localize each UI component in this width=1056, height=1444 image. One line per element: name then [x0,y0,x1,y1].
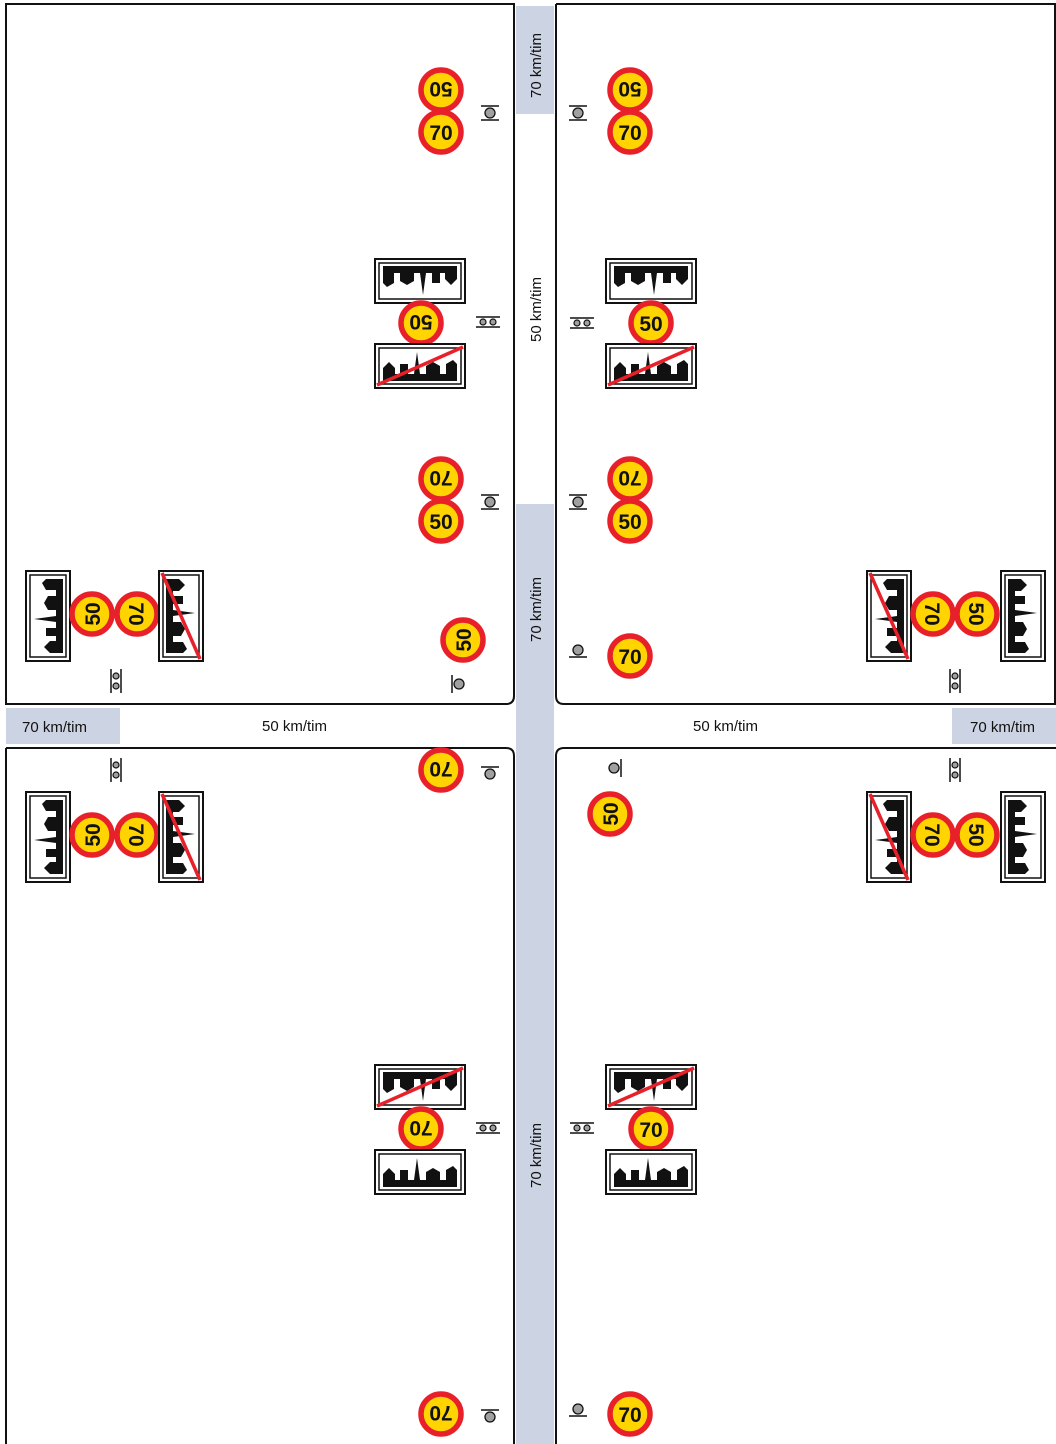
town-end-sign-icon [867,792,911,882]
sign-group-bottom-right-2: 70 50 [867,757,1046,883]
speed-sign-70-label: 70 [429,1401,452,1424]
speed-sign-70-label: 70 [124,823,147,846]
town-start-sign-icon [1000,570,1046,662]
double-post-icon [949,668,961,694]
zone-label-vertical-top: 70 km/tim [528,33,545,98]
sign-group-top-right-1: 50 70 [568,70,650,152]
town-start-sign-icon [374,1149,466,1195]
sign-post-icon [568,1403,588,1417]
sign-post-icon [480,494,500,510]
sign-group-bottom-right-1: 50 [590,758,630,834]
sign-post-icon [480,766,500,780]
sign-group-top-left-2: 50 [374,258,501,388]
sign-group-bottom-left-3: 70 [374,1065,501,1195]
sign-group-bottom-left-2: 70 [421,750,500,790]
zone-label-horizontal-right-50: 50 km/tim [693,718,758,735]
double-post-icon [475,316,501,328]
sign-group-bottom-right-3: 70 [569,1065,697,1195]
town-end-sign-icon [159,792,203,882]
speed-sign-70-label: 70 [618,1404,641,1427]
sign-group-top-right-2: 50 [569,258,697,388]
double-post-icon [475,1122,501,1134]
sign-group-bottom-left-1: 50 70 [25,757,203,883]
speed-sign-70-label: 70 [639,1119,662,1142]
sign-post-icon [568,644,588,658]
speed-sign-70-label: 70 [124,602,147,625]
speed-sign-50-label: 50 [409,310,432,333]
town-end-sign-icon [375,1065,465,1109]
sign-group-top-left-5: 50 [443,620,483,694]
speed-sign-70-label: 70 [429,757,452,780]
speed-sign-50-label: 50 [82,823,105,846]
double-post-icon [569,1122,595,1134]
speed-sign-70-label: 70 [409,1116,432,1139]
zone-label-vertical-upper: 50 km/tim [528,277,545,342]
curb-bottom-right [555,747,1056,1444]
town-end-sign-icon [606,344,696,388]
sign-post-icon [451,674,465,694]
sign-group-top-right-3: 70 50 [568,459,650,541]
town-start-sign-icon [374,258,466,304]
speed-sign-70-label: 70 [618,646,641,669]
speed-sign-50-label: 50 [618,77,641,100]
speed-sign-50-label: 50 [964,823,987,846]
double-post-icon [110,668,122,694]
road-zones [6,6,1056,1444]
town-end-sign-icon [867,571,911,661]
speed-sign-50-label: 50 [600,802,623,825]
sign-group-top-left-4: 50 70 [25,570,203,694]
zone-label-horizontal-left-50: 50 km/tim [262,718,327,735]
sign-group-top-left-3: 70 50 [421,459,500,541]
town-start-sign-icon [25,791,71,883]
town-start-sign-icon [605,258,697,304]
sign-group-bottom-left-4: 70 [421,1394,500,1434]
zone-label-vertical-bottom: 70 km/tim [528,1123,545,1188]
sign-group-top-right-4: 70 50 [867,570,1046,694]
sign-group-bottom-right-4: 70 [568,1394,650,1434]
speed-sign-70-label: 70 [618,466,641,489]
town-start-sign-icon [605,1149,697,1195]
curb-lines [5,3,1056,1444]
town-end-sign-icon [606,1065,696,1109]
speed-sign-50-label: 50 [964,602,987,625]
speed-sign-50-label: 50 [639,313,662,336]
town-start-sign-icon [1000,791,1046,883]
curb-top-right [555,3,1056,705]
town-end-sign-icon [159,571,203,661]
horizontal-road-zone-70-left [6,708,120,744]
speed-sign-50-label: 50 [429,77,452,100]
horizontal-road-zone-70-right [952,708,1056,744]
town-start-sign-icon [25,570,71,662]
curb-bottom-left [5,747,515,1444]
speed-sign-70-label: 70 [618,122,641,145]
sign-post-icon [480,1409,500,1423]
double-post-icon [949,757,961,783]
speed-sign-70-label: 70 [920,823,943,846]
speed-sign-70-label: 70 [429,122,452,145]
sign-post-icon [608,758,622,778]
speed-sign-70-label: 70 [429,466,452,489]
zone-labels: 70 km/tim 50 km/tim 70 km/tim 70 km/tim … [22,33,1035,1188]
speed-sign-50-label: 50 [453,628,476,651]
vertical-road-zone-70-lower [516,504,554,1444]
double-post-icon [110,757,122,783]
double-post-icon [569,317,595,329]
zone-label-vertical-lower: 70 km/tim [528,577,545,642]
speed-sign-50-label: 50 [429,511,452,534]
speed-sign-70-label: 70 [920,602,943,625]
vertical-road-zone-70-top [516,6,554,114]
sign-post-icon [480,105,500,121]
sign-group-top-right-5: 70 [568,636,650,676]
zone-label-horizontal-left-70: 70 km/tim [22,719,87,736]
town-end-sign-icon [375,344,465,388]
curb-top-left [5,3,515,705]
sign-group-top-left-1: 50 70 [421,70,500,152]
zone-label-horizontal-right-70: 70 km/tim [970,719,1035,736]
speed-sign-50-label: 50 [618,511,641,534]
sign-post-icon [568,494,588,510]
sign-post-icon [568,105,588,121]
speed-sign-50-label: 50 [82,602,105,625]
